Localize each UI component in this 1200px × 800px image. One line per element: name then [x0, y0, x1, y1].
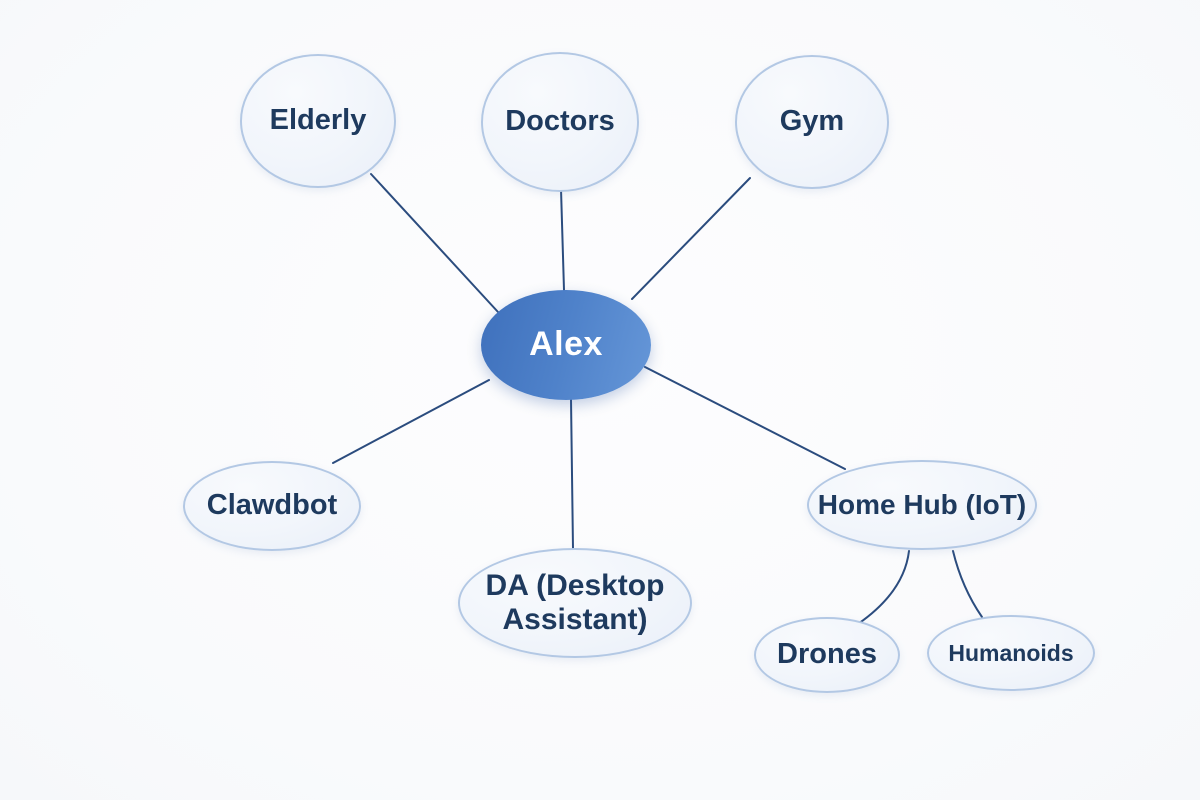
- node-label: Drones: [777, 638, 877, 671]
- edge-homehub-humanoids: [952, 550, 983, 618]
- node-label: Alex: [529, 325, 603, 364]
- node-doctors[interactable]: Doctors: [481, 52, 639, 192]
- node-da-desktop-assistant[interactable]: DA (Desktop Assistant): [458, 548, 692, 658]
- node-alex[interactable]: Alex: [481, 290, 651, 400]
- edge-homehub-drones: [857, 550, 910, 625]
- edge-alex-elderly: [370, 173, 499, 313]
- edge-alex-gym: [631, 177, 751, 300]
- node-elderly[interactable]: Elderly: [240, 54, 396, 188]
- node-label: Clawdbot: [206, 489, 338, 522]
- edge-alex-doctors: [560, 188, 565, 291]
- node-label: Gym: [779, 105, 845, 138]
- edge-alex-clawdbot: [332, 379, 490, 464]
- node-label: DA (Desktop Assistant): [485, 568, 665, 637]
- node-drones[interactable]: Drones: [754, 617, 900, 693]
- node-label: Humanoids: [948, 639, 1074, 666]
- node-label: Doctors: [505, 105, 615, 138]
- node-label: Elderly: [269, 104, 367, 137]
- node-humanoids[interactable]: Humanoids: [927, 615, 1095, 691]
- node-gym[interactable]: Gym: [735, 55, 889, 189]
- edge-alex-da: [570, 398, 574, 550]
- edge-alex-homehub: [644, 366, 846, 470]
- node-clawdbot[interactable]: Clawdbot: [183, 461, 361, 551]
- node-home-hub-iot[interactable]: Home Hub (IoT): [807, 460, 1037, 550]
- node-label: Home Hub (IoT): [817, 488, 1027, 520]
